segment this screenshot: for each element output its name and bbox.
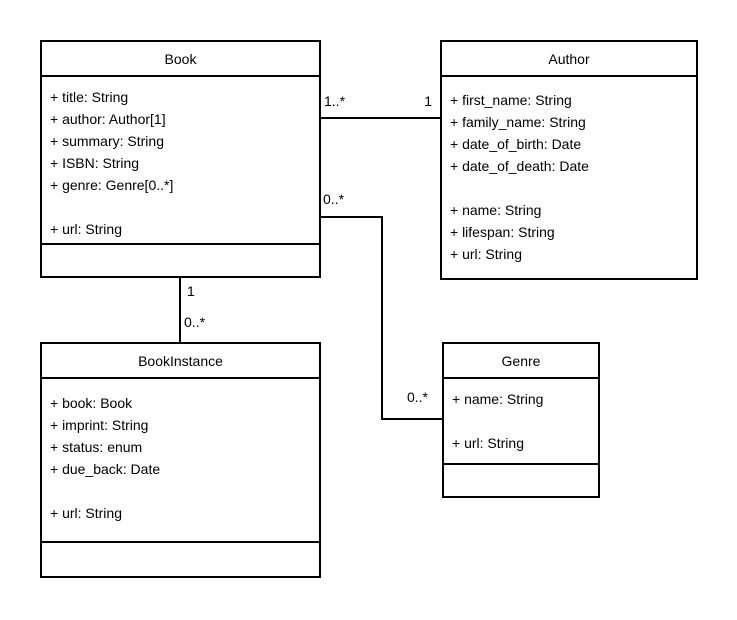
edge-book-author [321, 117, 440, 119]
attribute-row-blank [450, 177, 690, 199]
attribute-row: + url: String [452, 435, 524, 451]
attribute-row-blank [452, 410, 592, 432]
edge-book-bookinstance [179, 278, 181, 342]
attributes-compartment: + name: String + url: String [444, 379, 598, 463]
attribute-row: + url: String [50, 505, 122, 521]
methods-compartment-empty [42, 243, 319, 276]
multiplicity-label-book-author-source: 1..* [324, 93, 346, 109]
multiplicity-label-book-genre-source: 0..* [323, 191, 345, 207]
attributes-compartment: + book: Book + imprint: String + status:… [42, 379, 319, 541]
class-book[interactable]: Book + title: String + author: Author[1]… [40, 40, 321, 278]
attribute-row-blank [50, 196, 313, 218]
attribute-row: + title: String [50, 89, 129, 105]
attribute-row: + book: Book [50, 395, 133, 411]
methods-compartment-empty [444, 463, 598, 496]
attribute-row: + name: String [452, 391, 544, 407]
edge-book-genre-segment-v [381, 216, 383, 420]
multiplicity-label-book-bookinstance-target: 0..* [184, 314, 206, 330]
class-genre[interactable]: Genre + name: String + url: String [442, 342, 600, 498]
multiplicity-label-book-genre-target: 0..* [396, 389, 428, 405]
methods-compartment-empty [42, 541, 319, 576]
attribute-row: + url: String [50, 221, 122, 237]
attribute-row: + date_of_birth: Date [450, 136, 582, 152]
class-author[interactable]: Author + first_name: String + family_nam… [440, 40, 698, 280]
attribute-row: + genre: Genre[0..*] [50, 177, 174, 193]
multiplicity-label-book-author-target: 1 [404, 93, 432, 109]
attribute-row: + due_back: Date [50, 461, 161, 477]
edge-book-genre-segment-h1 [321, 216, 383, 218]
attribute-row-blank [50, 480, 313, 502]
edge-book-genre-segment-h2 [381, 418, 442, 420]
multiplicity-label-book-bookinstance-source: 1 [187, 283, 195, 299]
attribute-row: + ISBN: String [50, 155, 140, 171]
attributes-compartment: + title: String + author: Author[1] + su… [42, 77, 319, 243]
class-title: Book [42, 42, 319, 77]
attribute-row: + first_name: String [450, 92, 572, 108]
attribute-row: + url: String [450, 246, 522, 262]
attribute-row: + summary: String [50, 133, 164, 149]
attribute-row: + lifespan: String [450, 224, 555, 240]
class-bookinstance[interactable]: BookInstance + book: Book + imprint: Str… [40, 342, 321, 578]
class-title: BookInstance [42, 344, 319, 379]
attribute-row: + date_of_death: Date [450, 158, 589, 174]
class-title: Author [442, 42, 696, 77]
class-title: Genre [444, 344, 598, 379]
attributes-compartment: + first_name: String + family_name: Stri… [442, 77, 696, 278]
attribute-row: + author: Author[1] [50, 111, 166, 127]
attribute-row: + status: enum [50, 439, 143, 455]
attribute-row: + family_name: String [450, 114, 586, 130]
attribute-row: + name: String [450, 202, 542, 218]
attribute-row: + imprint: String [50, 417, 149, 433]
